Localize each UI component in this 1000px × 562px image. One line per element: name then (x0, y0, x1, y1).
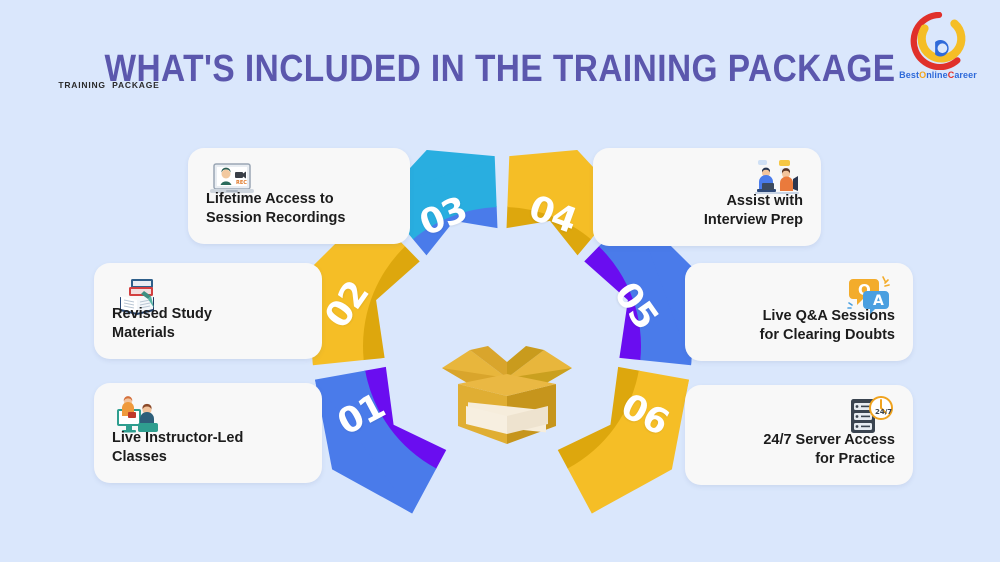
card-label: Live Instructor-Led Classes (112, 429, 244, 465)
logo-mark-icon (910, 12, 966, 70)
logo-text: BestOnlineCareer (888, 70, 988, 80)
bestonlinecareer-logo: BestOnlineCareer (888, 12, 988, 90)
wheel-segment-05-accent (584, 245, 642, 361)
wheel-segment-03-accent (412, 206, 498, 256)
laptop-recording-icon: REC (210, 163, 254, 193)
wheel-segment-06-accent (557, 366, 640, 470)
card-live-qa-sessions[interactable]: Q A Live Q&A Sessions for Clearing Doubt… (685, 263, 913, 361)
svg-text:24/7: 24/7 (875, 408, 892, 416)
card-label: Lifetime Access to Session Recordings (206, 190, 346, 226)
card-label: 24/7 Server Access for Practice (763, 431, 895, 467)
card-label: Assist with Interview Prep (703, 192, 803, 228)
wheel-segment-04-accent (506, 206, 592, 256)
wheel-segment-05-tip (634, 209, 700, 366)
server-clock-icon: 24/7 (851, 396, 893, 433)
svg-text:A: A (873, 293, 884, 309)
training-package-box-icon (442, 346, 572, 444)
wheel-segment-02-arc[interactable] (312, 209, 406, 366)
online-class-icon (117, 396, 158, 433)
logo-text-part: Best (899, 70, 920, 80)
wheel-segment-01-accent (364, 366, 447, 470)
logo-text-part: areer (954, 70, 977, 80)
card-label: Revised Study Materials (112, 305, 212, 341)
wheel-segment-05-arc[interactable] (598, 209, 692, 366)
card-lifetime-access[interactable]: REC Lifetime Access to Session Recording… (188, 148, 410, 244)
qa-bubbles-icon: Q A (847, 276, 890, 314)
logo-text-part: nline (926, 70, 948, 80)
page-title: What's Included in the Training Package (104, 48, 896, 90)
wheel-segment-02[interactable] (312, 209, 420, 366)
svg-text:REC: REC (236, 180, 247, 186)
wheel-segment-06-arc[interactable] (567, 370, 689, 514)
logo-text-part: C (947, 70, 955, 80)
interview-prep-icon (755, 160, 799, 194)
wheel-segment-01-arc[interactable] (315, 370, 437, 514)
card-server-access[interactable]: 24/7 24/7 Server Access for Practice (685, 385, 913, 485)
card-live-instructor-led-classes[interactable]: Live Instructor-Led Classes (94, 383, 322, 483)
logo-text-part: O (919, 70, 927, 80)
card-assist-interview-prep[interactable]: Assist with Interview Prep (593, 148, 821, 246)
open-book-icon (120, 279, 154, 315)
wheel-segment-02-accent (362, 245, 420, 361)
wheel-segment-01-tip (315, 379, 413, 514)
card-label: Live Q&A Sessions for Clearing Doubts (759, 307, 895, 343)
wheel-segment-05[interactable] (584, 209, 692, 366)
wheel-segment-06[interactable] (557, 366, 689, 514)
card-revised-study-materials[interactable]: Revised Study Materials (94, 263, 322, 359)
wheel-segment-01[interactable] (315, 366, 447, 514)
